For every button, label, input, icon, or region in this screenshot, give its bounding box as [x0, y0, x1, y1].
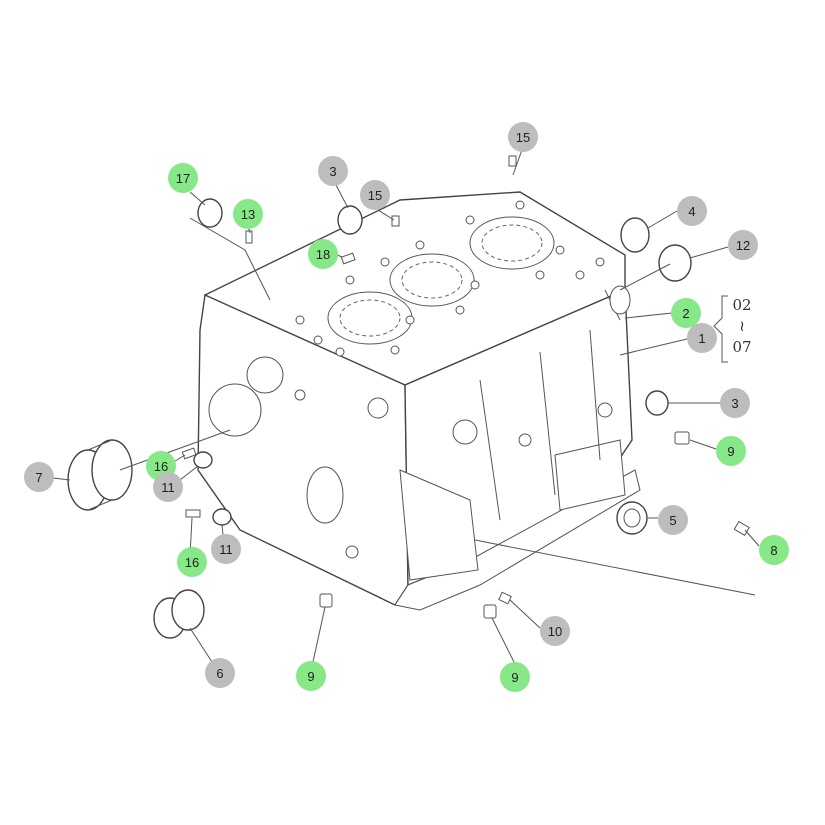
side-bore-a [518, 433, 532, 447]
callout-9-bottom-right[interactable]: 9 [500, 662, 530, 692]
serial-range-label: 02 ≀ 07 [728, 298, 756, 355]
callout-12[interactable]: 12 [728, 230, 758, 260]
callout-9-right[interactable]: 9 [716, 436, 746, 466]
callout-15-top[interactable]: 15 [508, 122, 538, 152]
part-16-pin-b [185, 509, 201, 518]
callout-8[interactable]: 8 [759, 535, 789, 565]
part-9-bushing-bottom-right [483, 604, 497, 619]
cylinder-bore-2-inner [401, 261, 463, 299]
part-7-seal-bottom-edge [87, 499, 113, 511]
part-7-oil-seal-rim [91, 439, 133, 501]
callout-3-top[interactable]: 3 [318, 156, 348, 186]
part-11-bushing-a [193, 451, 213, 469]
part-4-plug [620, 217, 650, 253]
rear-mounting-pad [554, 439, 626, 511]
parts [67, 155, 750, 639]
callout-18[interactable]: 18 [308, 239, 338, 269]
part-6-bearing-rim [171, 589, 205, 631]
crankshaft-bore [208, 383, 262, 437]
callout-9-bottom-left[interactable]: 9 [296, 661, 326, 691]
part-9-bushing-bottom-left [319, 593, 333, 608]
callout-13[interactable]: 13 [233, 199, 263, 229]
range-to: 07 [732, 338, 752, 356]
cylinder-block [197, 191, 641, 611]
part-15-nozzle-top-a [508, 155, 517, 167]
cylinder-bore-3-inner [481, 224, 543, 262]
part-7-seal-top-edge [87, 439, 113, 451]
camshaft-bore [246, 356, 284, 394]
part-5-plug-crank-inner [623, 508, 641, 528]
part-10-plug [498, 591, 512, 605]
rear-bore-opening [609, 285, 631, 315]
callout-6[interactable]: 6 [205, 658, 235, 688]
part-8-plug [733, 520, 750, 537]
callout-5[interactable]: 5 [658, 505, 688, 535]
callout-15-deck[interactable]: 15 [360, 180, 390, 210]
callout-11-lower[interactable]: 11 [211, 534, 241, 564]
callout-4[interactable]: 4 [677, 196, 707, 226]
callout-7[interactable]: 7 [24, 462, 54, 492]
side-rib-2 [539, 351, 556, 496]
front-face-hole-c [294, 389, 306, 401]
range-from: 02 [732, 296, 752, 314]
side-mounting-pad [399, 469, 479, 581]
side-rib-3 [589, 329, 601, 461]
callout-1[interactable]: 1 [687, 323, 717, 353]
part-3-plug-top [337, 205, 363, 235]
front-face-hole-b [345, 545, 359, 559]
callout-11-upper[interactable]: 11 [153, 472, 183, 502]
part-13-pin [245, 230, 253, 244]
front-face-hole-a [367, 397, 389, 419]
range-bracket [713, 295, 728, 363]
part-15-nozzle-top-b [391, 215, 400, 227]
deck-holes [295, 200, 605, 357]
cylinder-bore-1-inner [339, 299, 401, 337]
range-separator: ≀ [739, 317, 745, 335]
part-18-screw [340, 252, 356, 265]
part-9-bushing-right [674, 431, 690, 445]
part-11-bushing-b [212, 508, 232, 526]
part-3-plug-side [645, 390, 669, 416]
side-rib-1 [479, 379, 501, 521]
leader-lines [52, 146, 760, 663]
side-bore-b [597, 402, 613, 418]
callout-17[interactable]: 17 [168, 163, 198, 193]
idler-bore [306, 466, 344, 524]
callout-3-side[interactable]: 3 [720, 388, 750, 418]
side-port [452, 419, 478, 445]
part-12-plug [658, 244, 692, 282]
part-17-plug [197, 198, 223, 228]
callout-16-lower[interactable]: 16 [177, 547, 207, 577]
callout-10[interactable]: 10 [540, 616, 570, 646]
